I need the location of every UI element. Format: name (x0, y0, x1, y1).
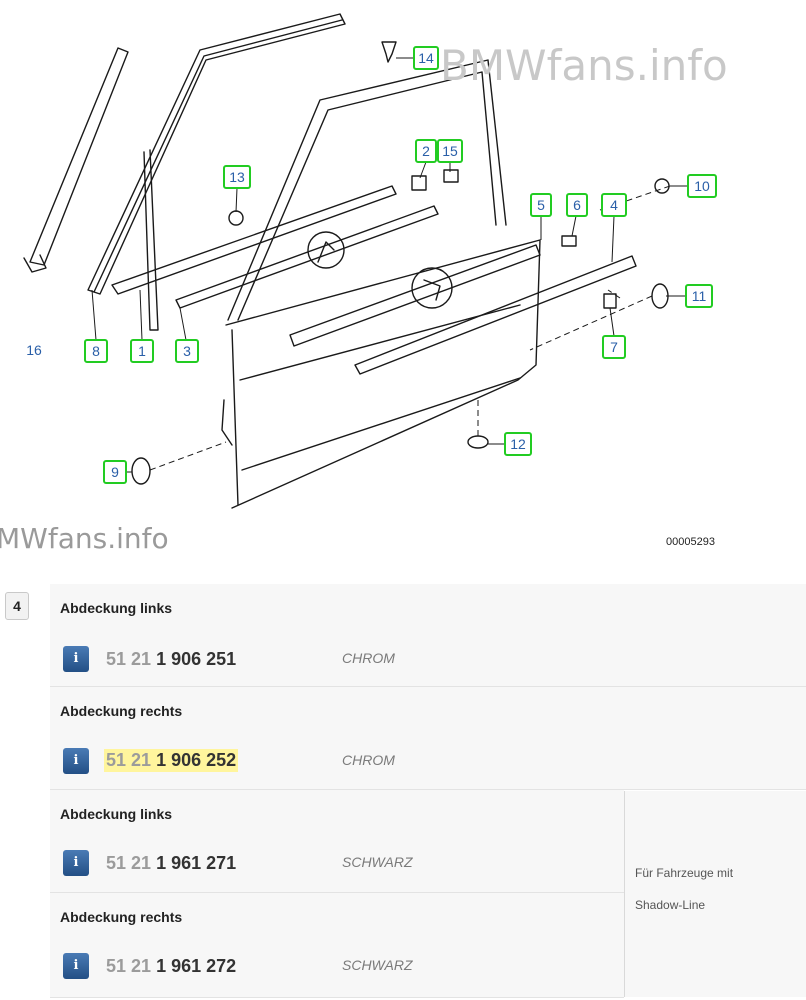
sill-strip-1 (111, 185, 397, 295)
svg-text:15: 15 (442, 143, 458, 159)
svg-text:5: 5 (537, 197, 545, 213)
door-strip-4 (354, 255, 637, 375)
callout-7[interactable]: 7 (602, 335, 626, 359)
svg-text:8: 8 (92, 343, 100, 359)
clip-15 (443, 169, 459, 183)
callout-8[interactable]: 8 (84, 339, 108, 363)
part-number[interactable]: 51 21 1 906 251 (106, 649, 237, 669)
part-row: Abdeckung links i 51 21 1 961 271 SCHWAR… (50, 790, 624, 893)
svg-text:16: 16 (26, 342, 42, 358)
callout-10[interactable]: 10 (687, 174, 717, 198)
svg-text:12: 12 (510, 436, 526, 452)
svg-text:6: 6 (573, 197, 581, 213)
callout-1[interactable]: 1 (130, 339, 154, 363)
part-number[interactable]: 51 21 1 961 271 (106, 853, 237, 873)
callout-4[interactable]: 4 (601, 193, 627, 217)
info-button[interactable]: i (63, 953, 89, 979)
svg-text:4: 4 (610, 197, 618, 213)
svg-text:2: 2 (422, 143, 430, 159)
plug-12 (467, 435, 489, 449)
svg-text:14: 14 (418, 50, 434, 66)
svg-text:1: 1 (138, 343, 146, 359)
door-strip-5 (289, 244, 541, 347)
callout-6[interactable]: 6 (566, 193, 588, 217)
info-button[interactable]: i (63, 850, 89, 876)
part-row: Abdeckung rechts i 51 21 1 961 272 SCHWA… (50, 893, 624, 998)
info-button[interactable]: i (63, 646, 89, 672)
part-title: Abdeckung rechts (60, 909, 183, 925)
part-row: Abdeckung links i 51 21 1 906 251 CHROM (50, 584, 806, 687)
roundel-badge (307, 231, 345, 269)
svg-text:3: 3 (183, 343, 191, 359)
part-row: Abdeckung rechts i 51 21 1 906 252 CHROM (50, 687, 806, 790)
callout-9[interactable]: 9 (103, 460, 127, 484)
door-frame (227, 59, 507, 321)
clip-2 (411, 175, 427, 191)
part-title: Abdeckung links (60, 806, 173, 822)
callout-12[interactable]: 12 (504, 432, 532, 456)
part-description: CHROM (342, 650, 395, 666)
part-title: Abdeckung rechts (60, 703, 183, 719)
plug-11 (651, 283, 669, 309)
image-code: 00005293 (666, 536, 715, 548)
svg-text:9: 9 (111, 464, 119, 480)
clip-6 (561, 235, 577, 247)
callout-13[interactable]: 13 (223, 165, 251, 189)
note-cell: Für Fahrzeuge mit Shadow-Line (624, 791, 806, 997)
part-title: Abdeckung links (60, 600, 173, 616)
clip-14 (381, 41, 397, 63)
section-number-badge: 4 (5, 592, 29, 620)
svg-text:13: 13 (229, 169, 245, 185)
clip-13 (228, 210, 244, 226)
info-button[interactable]: i (63, 748, 89, 774)
note-line-2: Shadow-Line (635, 898, 706, 912)
part-description: SCHWARZ (342, 854, 413, 870)
watermark-left: MWfans.info (0, 522, 169, 555)
callout-11[interactable]: 11 (685, 284, 713, 308)
door-panel (225, 239, 541, 509)
callout-2[interactable]: 2 (415, 139, 437, 163)
plug-9 (131, 457, 151, 485)
callout-14[interactable]: 14 (413, 46, 439, 70)
callout-15[interactable]: 15 (437, 139, 463, 163)
window-channel-left (29, 47, 129, 266)
svg-text:10: 10 (694, 178, 710, 194)
parts-diagram: 14 2 15 13 10 5 6 4 11 16 8 (0, 13, 728, 555)
callout-5[interactable]: 5 (530, 193, 552, 217)
clip-7 (603, 293, 617, 309)
part-description: CHROM (342, 752, 395, 768)
note-line-1: Für Fahrzeuge mit (635, 866, 734, 880)
part-description: SCHWARZ (342, 957, 413, 973)
sill-strip-3 (175, 205, 439, 309)
part-number-highlighted[interactable]: 51 21 1 906 252 (104, 749, 239, 772)
part-number[interactable]: 51 21 1 961 272 (106, 956, 237, 976)
svg-text:7: 7 (610, 339, 618, 355)
callout-16[interactable]: 16 (26, 342, 42, 358)
callout-3[interactable]: 3 (175, 339, 199, 363)
watermark-top: BMWfans.info (440, 41, 728, 90)
svg-text:11: 11 (692, 288, 707, 304)
frame-seal (87, 13, 346, 295)
